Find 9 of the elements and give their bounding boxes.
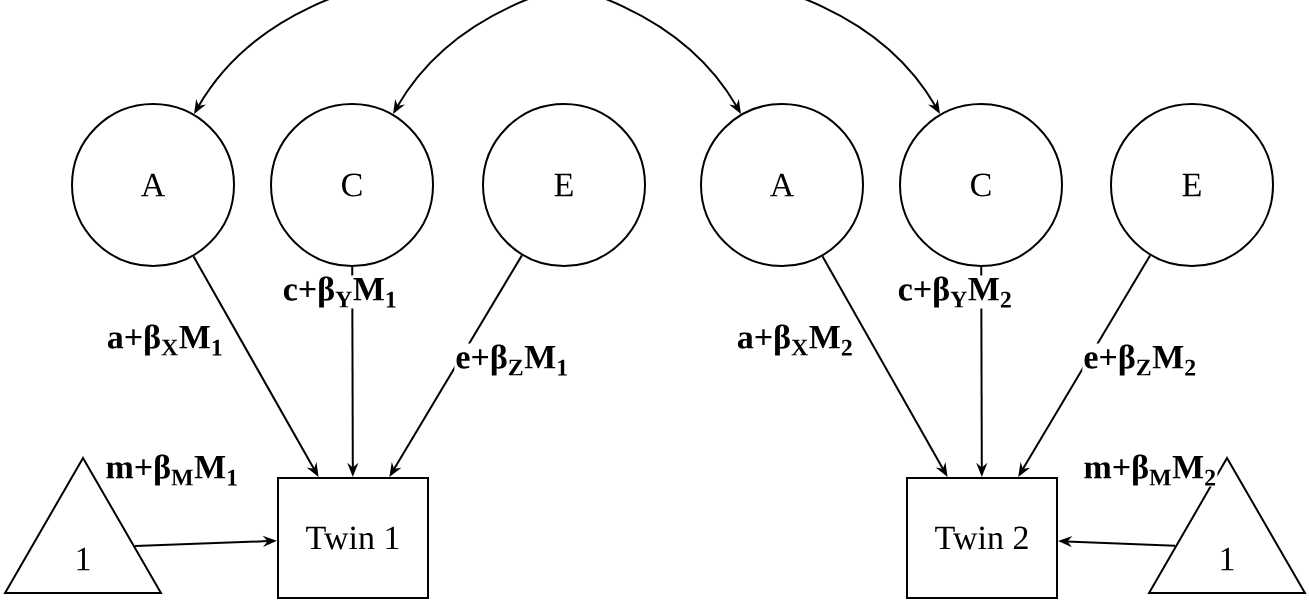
- edge-label: c+β$_{Y}$M$_{1}$: [281, 275, 399, 309]
- process-box: Twin 1: [277, 477, 429, 599]
- process-box: Twin 2: [906, 477, 1058, 599]
- edge-label: a+β$_{X}$M$_{1}$: [105, 323, 225, 357]
- edge-label: e+β$_{Z}$M$_{1}$: [454, 343, 570, 377]
- edge-label: e+β$_{Z}$M$_{2}$: [1082, 343, 1198, 377]
- edge-label: m+β$_{M}$M$_{2}$: [1082, 453, 1218, 487]
- edge-label: c+β$_{Y}$M$_{2}$: [896, 275, 1014, 309]
- edge-label: a+β$_{X}$M$_{2}$: [735, 323, 855, 357]
